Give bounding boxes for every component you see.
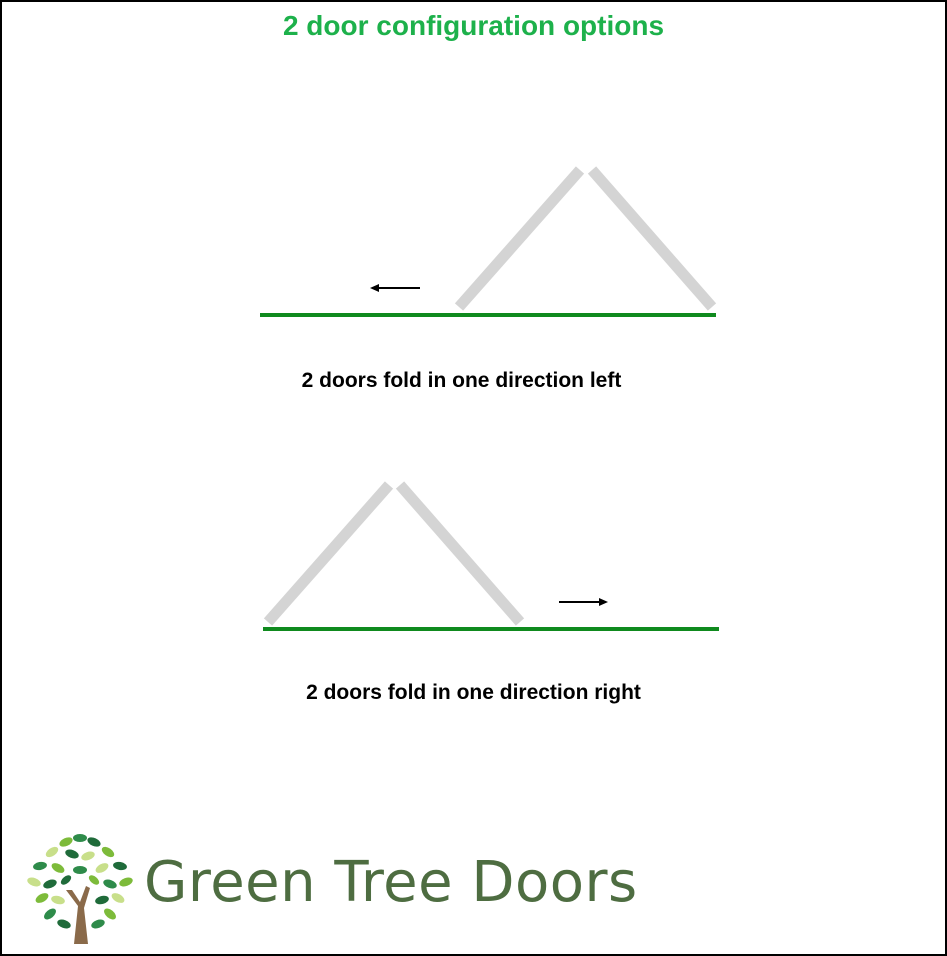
caption-fold-right: 2 doors fold in one direction right <box>306 681 641 704</box>
config-left-diagram <box>260 166 717 317</box>
door-panel-left <box>454 166 585 311</box>
door-panel-right <box>395 481 525 626</box>
door-panel-right <box>587 166 717 311</box>
arrow-left-icon <box>370 284 420 292</box>
brand-logo: Green Tree Doors <box>22 828 662 948</box>
arrow-right-icon <box>559 598 608 606</box>
tree-icon <box>27 834 133 944</box>
page-title: 2 door configuration options <box>282 10 665 41</box>
config-right-diagram <box>263 481 719 631</box>
caption-fold-left: 2 doors fold in one direction left <box>301 369 622 392</box>
fold-diagrams <box>260 166 719 631</box>
brand-name: Green Tree Doors <box>144 850 638 915</box>
door-panel-left <box>263 481 394 626</box>
